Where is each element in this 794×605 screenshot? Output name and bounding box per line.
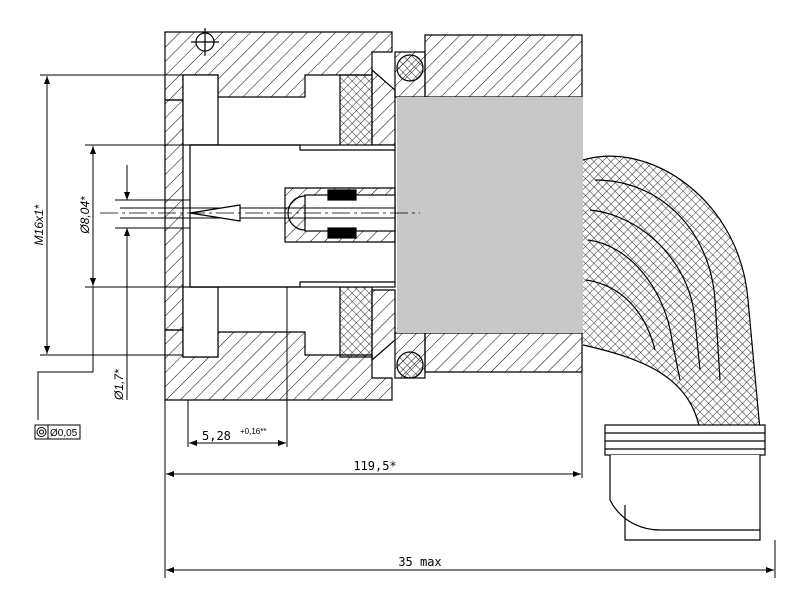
tolerance-frame: Ø0,05: [34, 424, 81, 440]
overall-length-label: 35 max: [398, 555, 441, 569]
thread-label: M16x1*: [32, 204, 46, 245]
length-label: 119,5*: [353, 459, 396, 473]
depth-label: 5,28: [202, 429, 231, 443]
masked-area: [397, 97, 583, 333]
connector-body: [120, 28, 766, 541]
concentricity-icon: [36, 427, 47, 437]
depth-tolerance-label: +0,16**: [240, 427, 266, 436]
bore-diameter-label: Ø8,04*: [78, 196, 92, 235]
tolerance-value: Ø0,05: [50, 428, 78, 439]
dimension-lines: [37, 74, 776, 578]
pin-diameter-label: Ø1,7*: [112, 369, 126, 401]
